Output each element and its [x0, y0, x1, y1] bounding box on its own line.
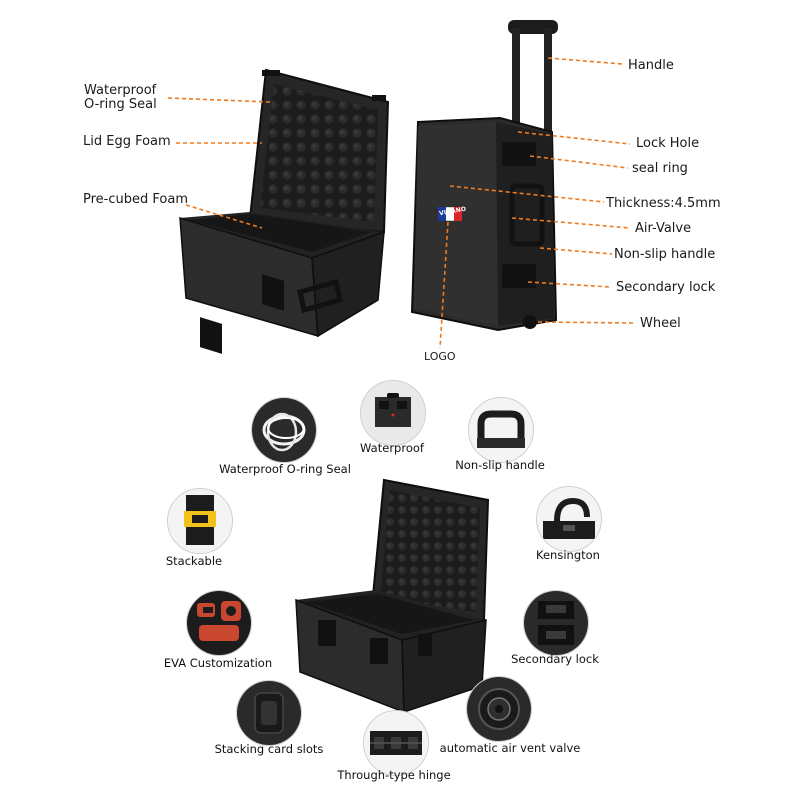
feature-circle-automatic-air-vent-valve: [466, 676, 532, 742]
left-hinge-2: [372, 95, 386, 101]
feature-circle-kensington: [536, 486, 602, 552]
left-hinge-1: [262, 70, 280, 76]
feature-circle-waterproof: [360, 380, 426, 446]
label-pre-cubed-foam: Pre-cubed Foam: [83, 192, 188, 207]
feature-label-waterproof: Waterproof: [360, 441, 424, 455]
stacked-latches-icon: [168, 489, 232, 553]
feature-label-kensington: Kensington: [536, 548, 600, 562]
left-latch-1: [200, 317, 222, 354]
trolley-case-front-face: [414, 122, 498, 326]
feature-circle-stacking-card-slots: [236, 680, 302, 746]
feature-label-stackable: Stackable: [165, 554, 223, 568]
card-slot-icon: [237, 681, 301, 745]
double-latch-icon: [524, 591, 588, 655]
label-waterproof-oring-seal: Waterproof O-ring Seal: [84, 84, 157, 112]
label-air-valve: Air-Valve: [635, 221, 692, 236]
left-case-handle: [297, 278, 343, 314]
trolley-handle-rail-left: [512, 28, 520, 138]
label-waterproof-line2: O-ring Seal: [84, 97, 157, 112]
trolley-wheel: [523, 315, 537, 329]
center-lid-egg-foam: [380, 490, 480, 612]
label-handle: Handle: [628, 58, 674, 73]
center-side-latch: [418, 634, 432, 656]
feature-label-waterproof-oring-seal: Waterproof O-ring Seal: [219, 462, 351, 476]
left-precubed-foam: [190, 214, 372, 252]
feature-label-through-type-hinge: Through-type hinge: [337, 768, 451, 782]
label-lid-egg-foam: Lid Egg Foam: [83, 134, 171, 149]
trolley-latch-bottom: [502, 264, 536, 288]
center-latch-1: [318, 620, 336, 646]
trolley-latch-top: [502, 142, 536, 166]
center-latch-2: [370, 638, 388, 664]
left-latch-2: [262, 274, 284, 311]
eva-foam-icon: [187, 591, 251, 655]
label-wheel: Wheel: [640, 316, 681, 331]
trolley-side-handle: [509, 183, 545, 247]
label-thickness: Thickness:4.5mm: [606, 196, 721, 211]
feature-circle-eva-customization: [186, 590, 252, 656]
label-waterproof-line1: Waterproof: [84, 83, 157, 98]
coiled-seal-icon: [252, 398, 316, 462]
left-lid-egg-foam: [260, 84, 378, 222]
feature-label-automatic-air-vent-valve: automatic air vent valve: [439, 741, 581, 755]
left-leader-lines: [167, 97, 271, 229]
mini-case-icon: [361, 381, 425, 445]
label-logo: LOGO: [424, 350, 456, 363]
feature-circle-waterproof-oring-seal: [251, 397, 317, 463]
label-secondary-lock: Secondary lock: [616, 280, 716, 295]
feature-label-eva-customization: EVA Customization: [163, 656, 273, 670]
right-leader-lines: [439, 57, 635, 349]
label-lock-hole: Lock Hole: [636, 136, 700, 151]
label-non-slip-handle: Non-slip handle: [614, 247, 716, 262]
center-precubed-foam: [306, 594, 474, 634]
feature-label-stacking-card-slots: Stacking card slots: [214, 742, 324, 756]
trolley-handle-rail-right: [544, 28, 552, 138]
hinge-icon: [364, 711, 428, 775]
feature-circle-secondary-lock: [523, 590, 589, 656]
feature-circle-through-type-hinge: [363, 710, 429, 776]
kensington-lock-icon: [537, 487, 601, 551]
feature-label-non-slip-handle: Non-slip handle: [455, 458, 545, 472]
feature-circle-non-slip-handle: [468, 397, 534, 463]
left-case-side: [311, 230, 385, 338]
feature-circle-stackable: [167, 488, 233, 554]
handle-icon: [469, 398, 533, 462]
vent-valve-icon: [467, 677, 531, 741]
label-seal-ring: seal ring: [632, 161, 688, 176]
feature-label-secondary-lock: Secondary lock: [511, 652, 599, 666]
